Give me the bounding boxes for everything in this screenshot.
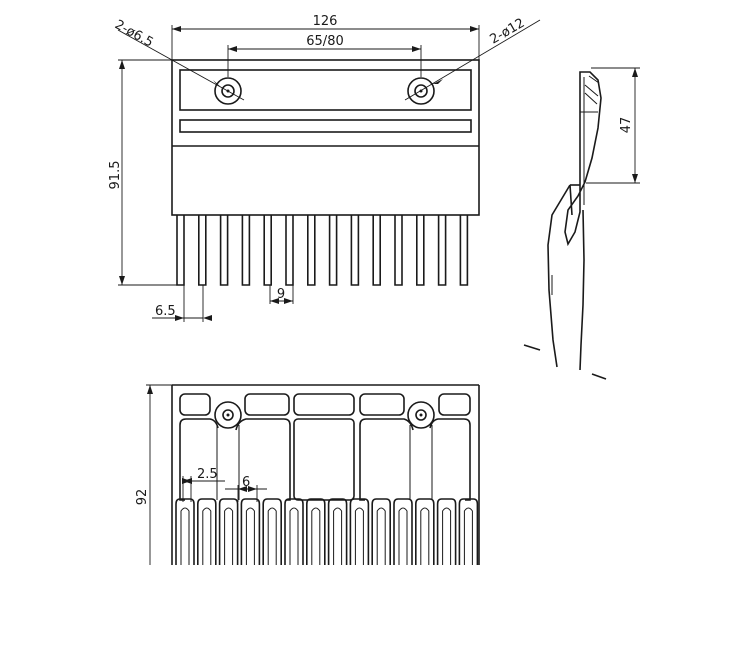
bottom-tooth (415, 498, 435, 565)
front-tooth (394, 215, 403, 286)
dim-tooth-width: 6 (225, 475, 267, 502)
bottom-tooth (349, 498, 370, 565)
front-tooth (416, 215, 425, 286)
label-small-holes: 2-ø6.5 (112, 17, 156, 50)
label-edge-offset: 6.5 (155, 304, 176, 319)
dim-tooth-pitch: 9 (269, 285, 294, 304)
front-tooth (350, 215, 360, 286)
front-tooth (328, 215, 338, 286)
front-tooth (263, 215, 272, 286)
bottom-tooth (262, 498, 282, 565)
bottom-tooth (197, 498, 217, 565)
bottom-tooth (284, 498, 304, 565)
label-large-holes: 2-ø12 (488, 16, 528, 48)
front-tooth (285, 215, 294, 286)
label-tooth-width: 6 (242, 475, 250, 490)
label-hole-spacing: 65/80 (306, 34, 343, 49)
front-tooth (437, 215, 447, 286)
bottom-teeth (175, 498, 479, 565)
label-bottom-height: 92 (135, 489, 150, 506)
bottom-tooth (371, 498, 391, 565)
right-boss (407, 401, 435, 500)
bottom-tooth (306, 498, 326, 565)
label-slot-width: 2.5 (197, 467, 218, 482)
dim-overall-width: 126 (171, 14, 480, 60)
front-tooth (198, 215, 207, 286)
front-tooth (219, 215, 229, 286)
front-view: 126 65/80 2-ø6.5 2-ø12 (108, 14, 541, 322)
front-tooth (241, 215, 251, 286)
label-overall-width: 126 (313, 14, 338, 29)
bottom-tooth (393, 498, 413, 565)
bottom-tooth (240, 498, 261, 565)
bottom-tooth (218, 498, 239, 565)
bottom-tooth (436, 498, 457, 565)
bottom-tooth (175, 498, 195, 565)
dim-slot-width: 2.5 (182, 467, 225, 502)
label-side-height: 47 (619, 117, 634, 134)
dim-side-height: 47 (586, 67, 640, 184)
dim-edge-offset: 6.5 (152, 285, 212, 322)
dim-hole-spacing: 65/80 (227, 34, 422, 77)
front-tooth (372, 215, 381, 286)
bottom-tooth (458, 498, 479, 565)
right-mounting-hole (407, 77, 435, 105)
dim-front-height: 91.5 (108, 59, 184, 286)
dim-bottom-height: 92 (135, 384, 172, 565)
front-teeth (176, 215, 469, 286)
bottom-view: 92 2.5 6 (135, 384, 480, 565)
label-front-height: 91.5 (108, 161, 123, 190)
bottom-tooth (327, 498, 348, 565)
front-tooth (307, 215, 316, 286)
side-view: 47 (523, 67, 640, 380)
left-boss (214, 401, 242, 500)
front-tooth (459, 215, 469, 286)
front-tooth (176, 215, 185, 286)
label-tooth-pitch: 9 (277, 287, 285, 302)
